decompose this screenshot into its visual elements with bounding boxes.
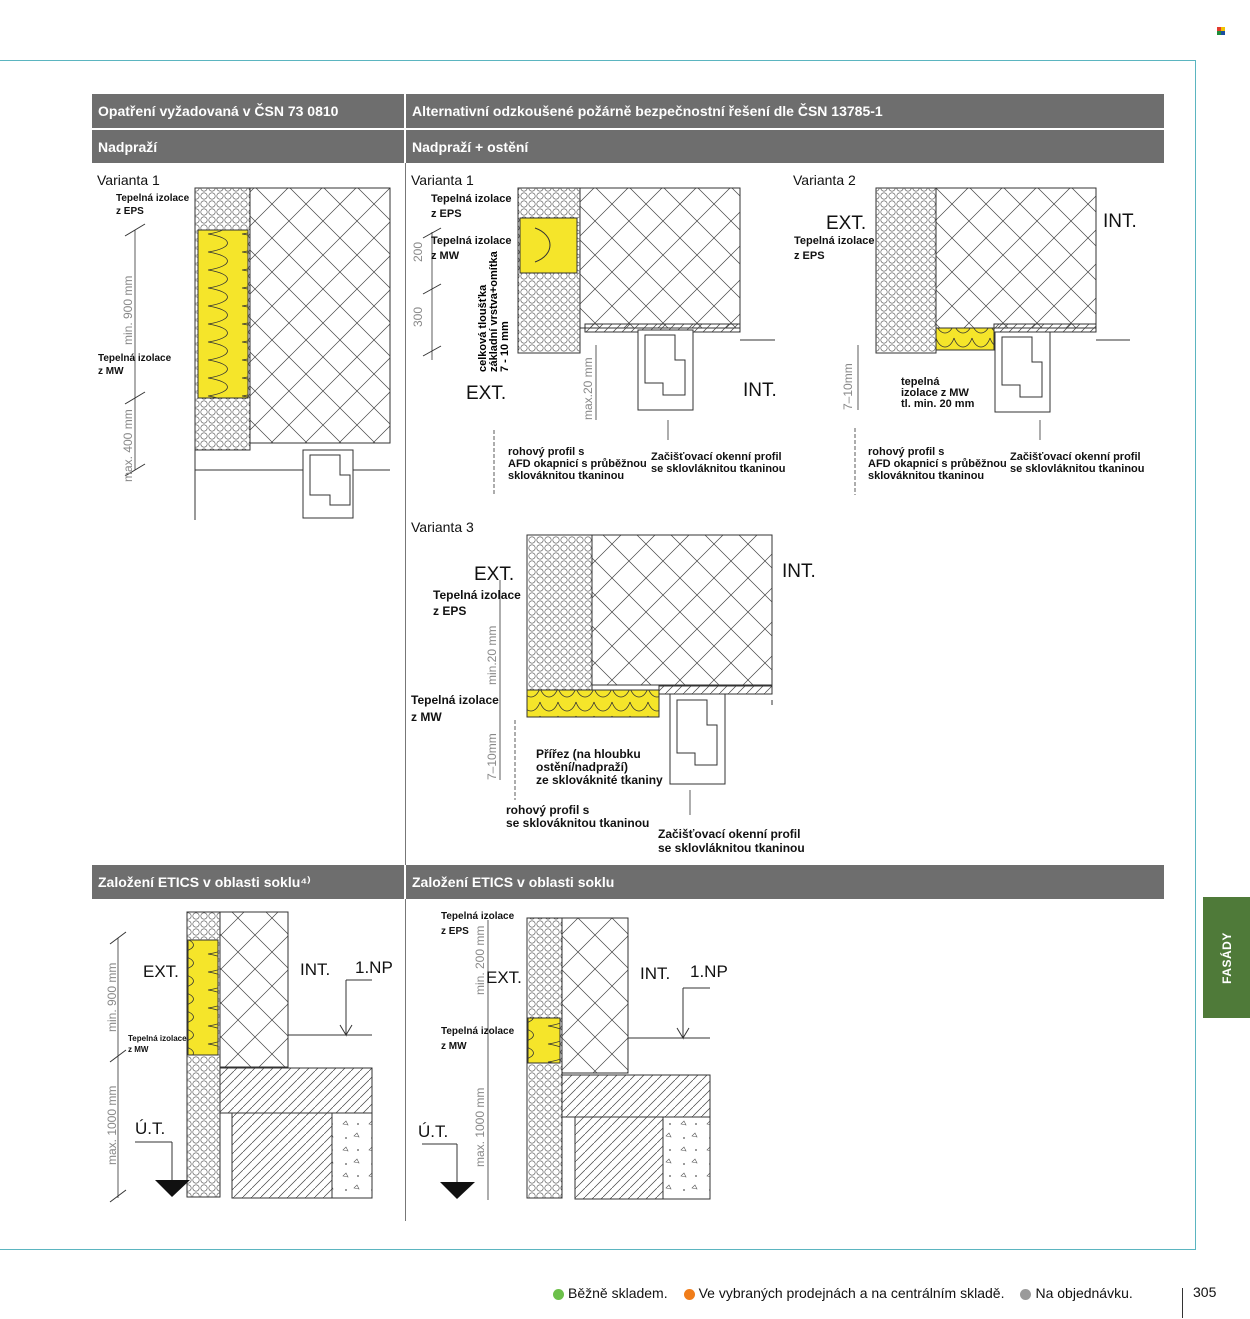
header-left-top: Opatření vyžadovaná v ČSN 73 0810 [92,94,404,128]
page-number: 305 [1193,1284,1217,1300]
label-int: INT. [300,960,331,979]
label-int: INT. [640,964,671,983]
thickness-note-2: základní vrstva+omítka [488,250,500,372]
dim-min900-bottom: min. 900 mm [105,963,119,1032]
drawing-right-v1 [422,187,775,495]
green-dot-icon [553,1288,564,1300]
dim-min900: min. 900 mm [121,276,135,345]
dim-200: 200 [411,242,425,262]
drawing-right-v3 [499,534,773,815]
thickness-note-1: celková tloušťka [477,284,489,372]
dim-min200-bottom: min. 200 mm [473,926,487,995]
drawing-right-v2 [854,187,1130,495]
page-number-divider [1182,1288,1183,1318]
orange-dot-icon [683,1288,695,1300]
variant-label: Varianta 3 [411,519,474,535]
header-left-sub: Nadpraží [92,130,404,163]
availability-legend: Běžně skladem. Ve vybraných prodejnách a… [553,1285,1149,1301]
column-divider-bottom [405,899,406,1221]
header-right-bottom: Založení ETICS v oblasti soklu [406,865,1164,899]
variant-label: Varianta 2 [793,172,856,188]
dim-7-10-v3: 7–10mm [485,733,499,780]
section-tab-fasady[interactable]: FASÁDY [1203,897,1250,1018]
variant-label: Varianta 1 [97,172,160,188]
column-divider [405,163,406,865]
label-int: INT. [743,380,777,401]
thickness-note-3: 7 - 10 mm [499,321,511,372]
page-frame [0,60,1196,1250]
header-right-top: Alternativní odzkoušené požárně bezpečno… [406,94,1164,128]
dim-max1000-bottom: max. 1000 mm [105,1086,119,1165]
label-int: INT. [1103,211,1137,232]
drawing-bottom-left [109,911,373,1203]
label-1np: 1.NP [355,958,393,977]
dim-min20: min.20 mm [485,626,499,685]
header-right-sub: Nadpraží + ostění [406,130,1164,163]
legend-in-stock: Běžně skladem. [553,1285,668,1301]
label-int: INT. [782,561,816,582]
dim-max400: max. 400 mm [121,409,135,482]
drawing-left-v1 [124,187,391,520]
grey-dot-icon [1020,1288,1032,1300]
label-ext: EXT. [826,213,867,234]
dim-7-10-v2: 7–10mm [841,363,855,410]
legend-selected-stores: Ve vybraných prodejnách a na centrálním … [683,1285,1004,1301]
label-ext: EXT. [486,968,522,987]
dim-max1000-bottom-right: max. 1000 mm [473,1088,487,1167]
header-left-bottom: Založení ETICS v oblasti soklu⁴⁾ [92,865,404,899]
legend-on-order: Na objednávku. [1020,1285,1133,1301]
label-ext: EXT. [143,962,179,981]
label-ut: Ú.T. [135,1119,166,1138]
dim-max20: max.20 mm [581,357,595,420]
brand-logo-icon [1217,27,1225,35]
label-ext: EXT. [474,564,515,585]
dim-300: 300 [411,307,425,327]
drawing-bottom-right [422,917,711,1200]
label-1np: 1.NP [690,962,728,981]
variant-label: Varianta 1 [411,172,474,188]
section-tab-label: FASÁDY [1219,931,1234,984]
label-ext: EXT. [466,383,507,404]
label-ut: Ú.T. [418,1122,449,1141]
